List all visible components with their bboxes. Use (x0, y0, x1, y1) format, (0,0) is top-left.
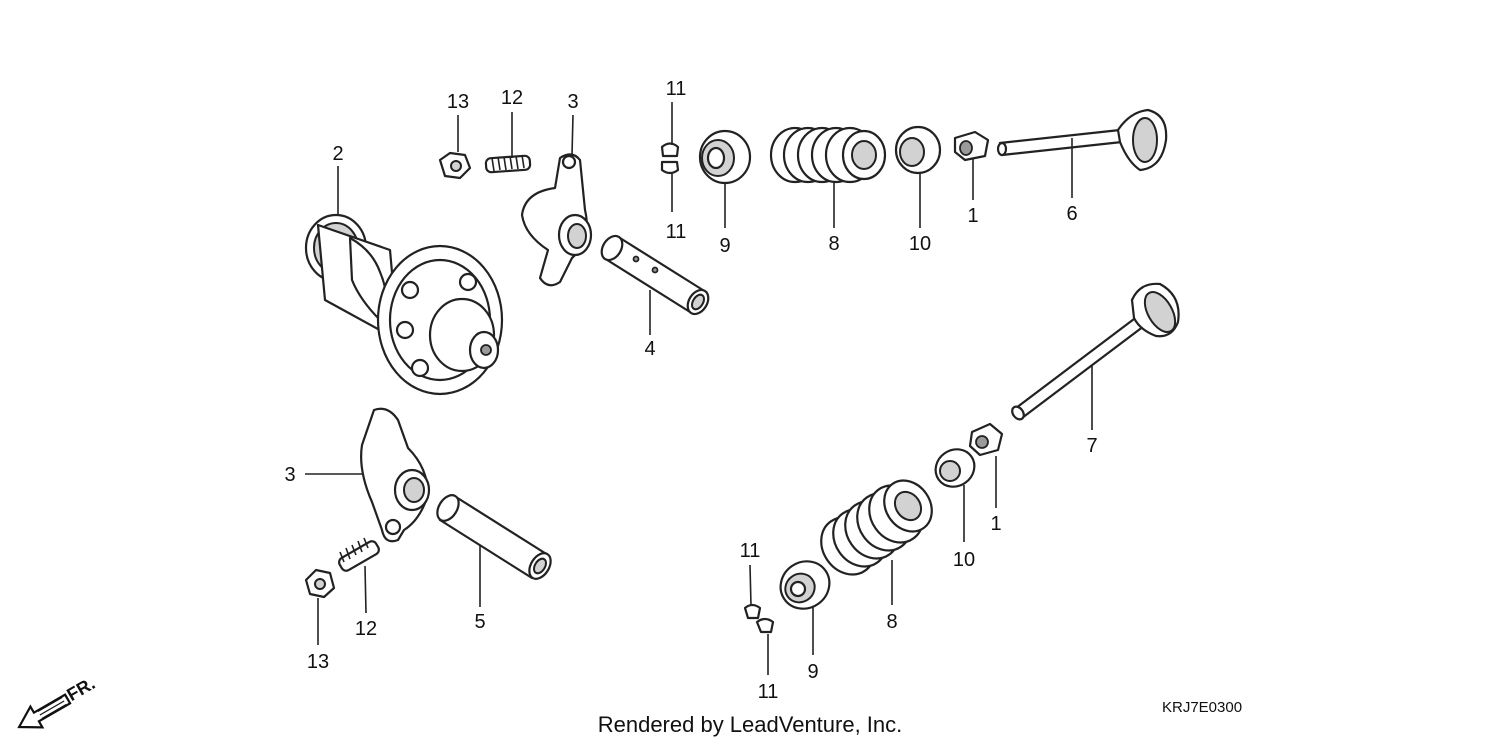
rocker-shaft-upper[interactable] (597, 232, 712, 318)
callout-7[interactable]: 7 (1086, 435, 1097, 457)
callout-9[interactable]: 9 (719, 235, 730, 257)
callout-1[interactable]: 1 (990, 513, 1001, 535)
valve-spring-lower[interactable] (810, 471, 941, 585)
callout-11[interactable]: 11 (666, 221, 687, 243)
valve-spring-upper[interactable] (769, 126, 887, 184)
callout-1[interactable]: 1 (967, 205, 978, 227)
callout-13[interactable]: 13 (447, 91, 469, 113)
callout-10[interactable]: 10 (953, 549, 975, 571)
adjuster-screw-upper[interactable] (484, 154, 532, 174)
adjuster-screw-lower[interactable] (337, 537, 380, 573)
callout-8[interactable]: 8 (828, 233, 839, 255)
callout-8[interactable]: 8 (886, 611, 897, 633)
valve-stem-seal-lower[interactable] (968, 422, 1004, 457)
spring-retainer-lower[interactable] (771, 552, 838, 618)
front-direction-indicator: FR. (17, 673, 98, 729)
callout-3[interactable]: 3 (284, 464, 295, 486)
callout-3[interactable]: 3 (567, 91, 578, 113)
callout-11[interactable]: 11 (666, 78, 687, 100)
callout-13[interactable]: 13 (307, 651, 329, 673)
rocker-arm-lower[interactable] (360, 407, 431, 543)
callout-11[interactable]: 11 (740, 540, 761, 562)
callout-6[interactable]: 6 (1066, 203, 1077, 225)
leader-lines (305, 102, 1093, 675)
spring-retainer-upper[interactable] (698, 129, 752, 185)
lock-nut-lower[interactable] (304, 568, 336, 599)
callout-9[interactable]: 9 (807, 661, 818, 683)
callout-12[interactable]: 12 (501, 87, 523, 109)
callout-2[interactable]: 2 (332, 143, 343, 165)
valve-cotters-lower[interactable] (743, 603, 775, 634)
camshaft[interactable] (304, 213, 504, 396)
valve-stem-seal-upper[interactable] (953, 130, 990, 162)
callout-11[interactable]: 11 (758, 681, 779, 703)
rocker-shaft-lower[interactable] (433, 491, 555, 582)
callout-12[interactable]: 12 (355, 618, 377, 640)
diagram-code: KRJ7E0300 (1162, 699, 1242, 716)
callout-labels: 13 12 3 2 11 11 9 8 10 1 6 4 7 3 12 13 5… (284, 78, 1097, 703)
callout-5[interactable]: 5 (474, 611, 485, 633)
valve-cotters-upper[interactable] (660, 142, 680, 175)
exhaust-valve[interactable] (1010, 282, 1182, 422)
callout-4[interactable]: 4 (644, 338, 655, 360)
spring-seat-upper[interactable] (894, 125, 942, 175)
callout-10[interactable]: 10 (909, 233, 931, 255)
lock-nut-upper[interactable] (438, 151, 472, 180)
front-arrow-icon (17, 693, 72, 729)
credit-line: Rendered by LeadVenture, Inc. (598, 712, 903, 737)
spring-seat-lower[interactable] (928, 442, 981, 494)
intake-valve[interactable] (996, 108, 1168, 172)
rocker-arm-upper[interactable] (520, 153, 593, 287)
